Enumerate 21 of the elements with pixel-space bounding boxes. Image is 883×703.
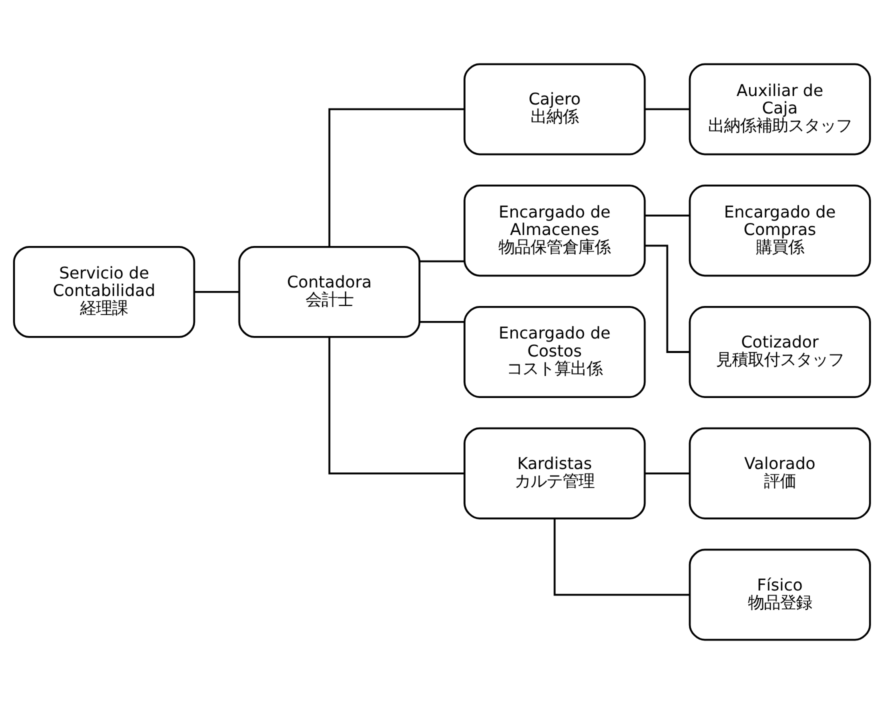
connector: [419, 320, 464, 322]
node-box: Físico 物品登録: [688, 548, 870, 640]
connector: [553, 518, 690, 596]
connector: [644, 108, 690, 110]
node-box: Encargado de Compras 購買係: [688, 184, 870, 276]
node-box: Cotizador 見積取付スタッフ: [688, 306, 870, 398]
connector: [644, 472, 690, 474]
connector: [419, 260, 464, 262]
connector: [644, 214, 690, 216]
connector: [328, 108, 464, 246]
node-box: Cajero 出納係: [463, 62, 646, 155]
connector: [194, 290, 239, 292]
node-box: Auxiliar de Caja 出納係補助スタッフ: [688, 62, 870, 155]
connector: [644, 244, 689, 352]
node-box: Encargado de Costos コスト算出係: [463, 306, 646, 398]
node-box: Valorado 評価: [688, 426, 870, 519]
node-box: Encargado de Almacenes 物品保管倉庫係: [463, 184, 646, 276]
node-box: Servicio de Contabilidad 経理課: [12, 245, 195, 338]
node-box: Contadora 会計士: [238, 245, 420, 338]
node-box: Kardistas カルテ管理: [463, 426, 646, 519]
connector: [328, 336, 464, 474]
